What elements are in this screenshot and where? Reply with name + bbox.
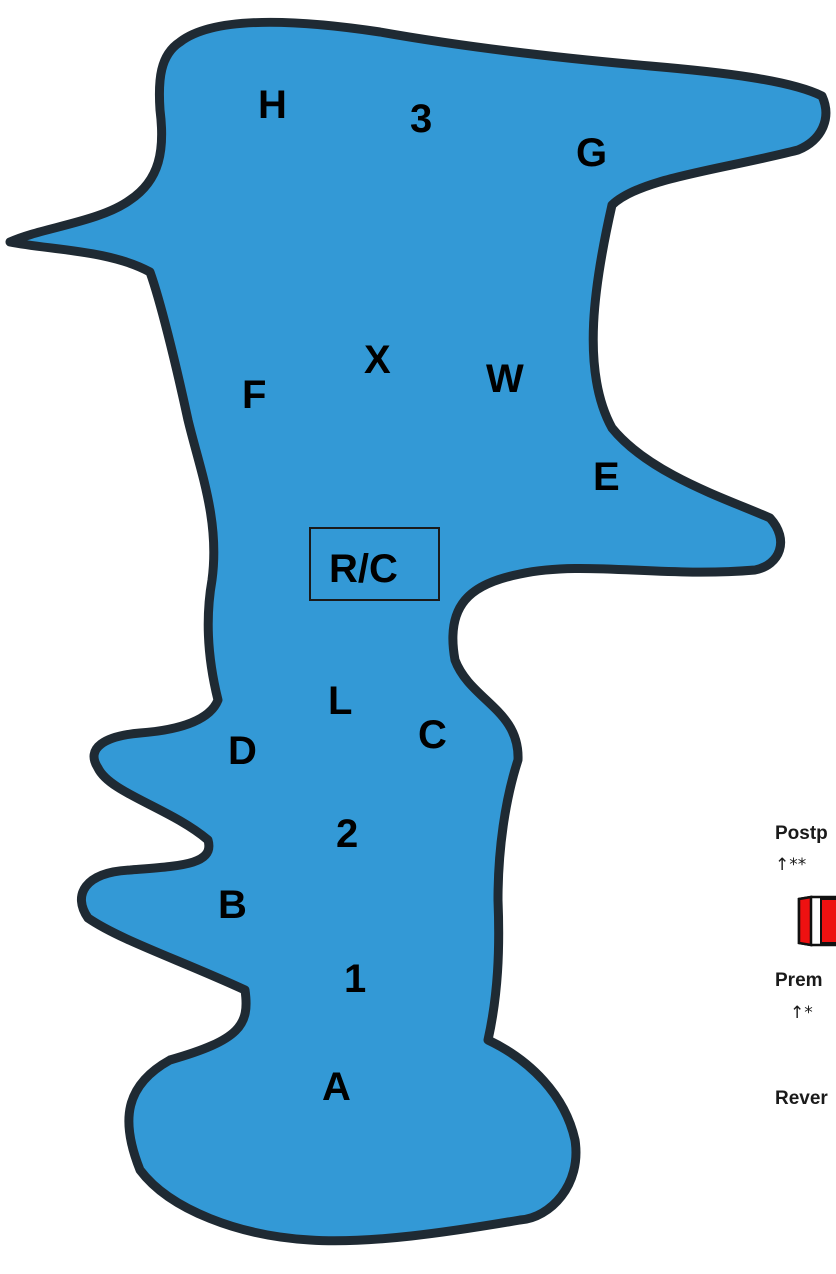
- postp-arrow: ↑**: [775, 855, 806, 875]
- label-rc: R/C: [329, 547, 398, 591]
- legend-swatch: [797, 895, 836, 947]
- label-x: X: [364, 338, 391, 382]
- label-b: B: [218, 883, 247, 927]
- label-f: F: [242, 373, 266, 417]
- label-h: H: [258, 83, 287, 127]
- rever-label: Rever: [775, 1088, 828, 1110]
- label-1: 1: [344, 957, 366, 1001]
- label-c: C: [418, 713, 447, 757]
- label-e: E: [593, 455, 620, 499]
- label-a: A: [322, 1065, 351, 1109]
- prem-label: Prem: [775, 970, 823, 992]
- label-l: L: [328, 679, 352, 723]
- label-d: D: [228, 729, 257, 773]
- label-2: 2: [336, 812, 358, 856]
- label-g: G: [576, 131, 607, 175]
- postp-label: Postp: [775, 823, 828, 845]
- label-3: 3: [410, 97, 432, 141]
- map-region-outline: [10, 22, 826, 1240]
- prem-arrow: ↑*: [790, 1003, 813, 1023]
- label-w: W: [486, 357, 524, 401]
